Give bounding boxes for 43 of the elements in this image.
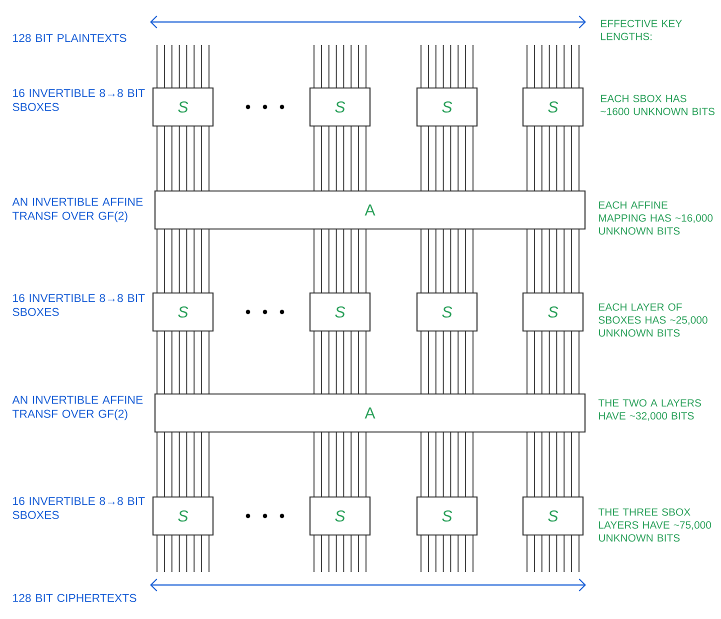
wire-bundle	[156, 44, 210, 88]
sbox: S	[152, 496, 214, 536]
sbox: S	[309, 496, 371, 536]
wire-bundle	[156, 331, 210, 394]
sbox: S	[309, 87, 371, 127]
wire-bundle	[156, 535, 210, 572]
sbox: S	[416, 87, 478, 127]
affine-layer-bar: A	[154, 190, 586, 230]
wire-bundle	[526, 126, 580, 191]
key-length-note: EACH AFFINE MAPPING HAS ~16,000 UNKNOWN BITS	[599, 201, 713, 235]
sbox: S	[522, 496, 584, 536]
wire-bundle	[314, 44, 366, 88]
sbox: S	[522, 87, 584, 127]
key-length-note: THE TWO A LAYERS HAVE ~32,000 BITS	[598, 399, 701, 421]
wire-bundle	[156, 126, 210, 191]
side-note: 128 BIT PLAINTEXTS	[13, 34, 126, 42]
wire-bundle	[314, 229, 366, 293]
wire-bundle	[526, 535, 580, 572]
sbox: S	[152, 87, 214, 127]
sbox: S	[309, 292, 371, 332]
sbox: S	[522, 292, 584, 332]
affine-layer-bar: A	[154, 393, 586, 433]
wire-bundle	[314, 331, 366, 394]
wire-bundle	[156, 229, 210, 293]
wire-bundle	[420, 229, 474, 293]
side-note: 128 BIT CIPHERTEXTS	[13, 594, 136, 602]
sbox: S	[416, 292, 478, 332]
sbox: S	[416, 496, 478, 536]
wire-bundle	[526, 44, 580, 88]
wire-bundle	[526, 229, 580, 293]
wire-bundle	[420, 44, 474, 88]
key-length-note: EFFECTIVE KEY LENGTHS:	[601, 20, 682, 40]
wire-bundle	[314, 126, 366, 191]
wire-bundle	[420, 331, 474, 394]
wire-bundle	[420, 535, 474, 572]
wire-bundle	[314, 432, 366, 497]
wire-bundle	[526, 432, 580, 497]
wire-bundle	[420, 126, 474, 191]
wire-bundle	[420, 432, 474, 497]
sbox: S	[152, 292, 214, 332]
wire-bundle	[314, 535, 366, 572]
wire-bundle	[156, 432, 210, 497]
wire-bundle	[526, 331, 580, 394]
